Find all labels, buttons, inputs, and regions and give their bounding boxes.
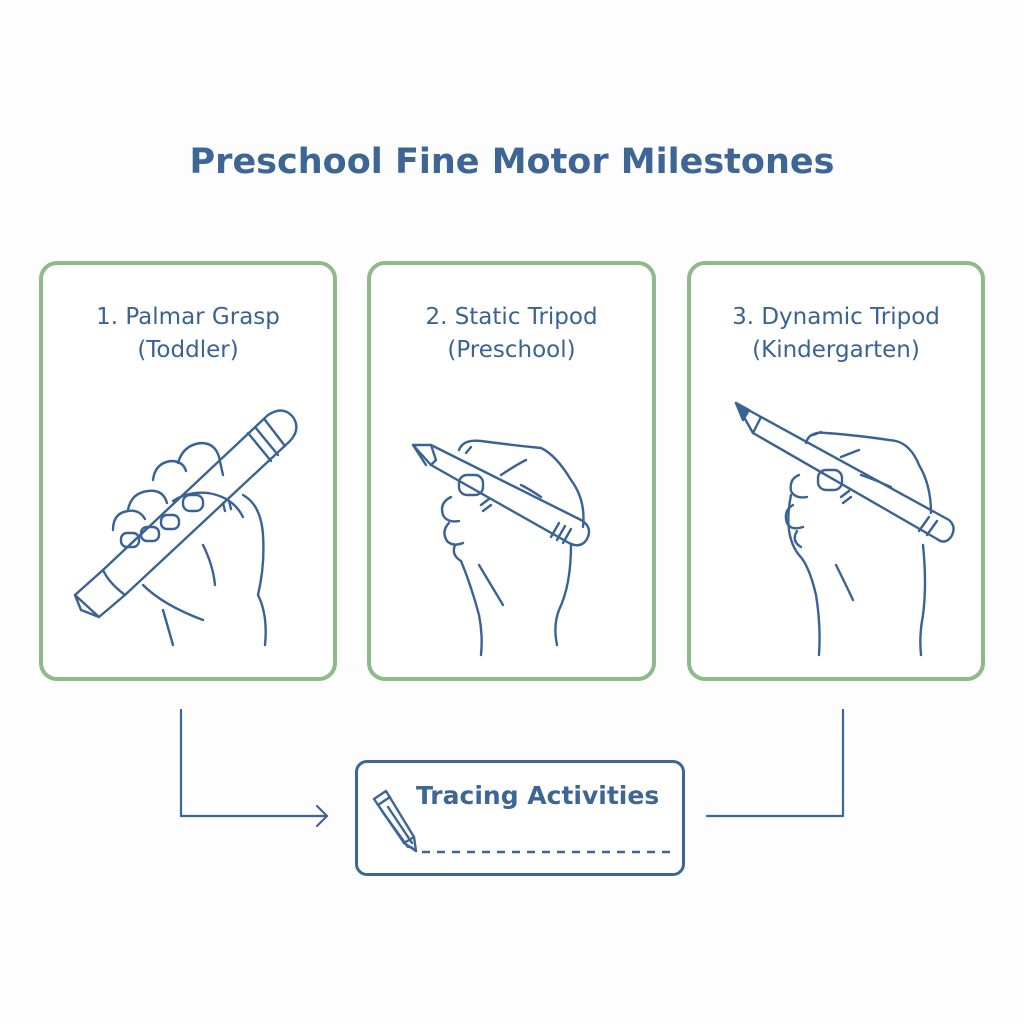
palmar-grasp-hand-crayon-icon	[73, 409, 298, 647]
stage-age: (Toddler)	[137, 337, 239, 363]
stage-name: 1. Palmar Grasp	[96, 304, 280, 330]
right-connector-line	[705, 708, 845, 818]
diagram-title: Preschool Fine Motor Milestones	[189, 142, 835, 182]
stage-card-palmar-grasp: 1. Palmar Grasp (Toddler)	[39, 261, 337, 681]
stage-card-dynamic-tripod: 3. Dynamic Tripod (Kindergarten)	[687, 261, 985, 681]
stage-age: (Kindergarten)	[752, 337, 920, 363]
pencil-icon	[372, 789, 418, 853]
stage-card-title: 1. Palmar Grasp (Toddler)	[43, 301, 333, 367]
dynamic-tripod-hand-pencil-icon	[734, 401, 955, 657]
stage-name: 2. Static Tripod	[425, 304, 598, 330]
dashed-tracing-line	[422, 850, 672, 854]
stage-age: (Preschool)	[447, 337, 576, 363]
left-connector-arrow	[179, 708, 329, 818]
static-tripod-hand-crayon-icon	[411, 439, 591, 657]
tracing-activities-label: Tracing Activities	[416, 781, 660, 810]
stage-name: 3. Dynamic Tripod	[732, 304, 940, 330]
arrowhead-icon	[315, 804, 329, 828]
stage-card-title: 2. Static Tripod (Preschool)	[371, 301, 652, 367]
tracing-activities-box: Tracing Activities	[355, 760, 685, 876]
stage-card-title: 3. Dynamic Tripod (Kindergarten)	[691, 301, 981, 367]
stage-card-static-tripod: 2. Static Tripod (Preschool)	[367, 261, 656, 681]
